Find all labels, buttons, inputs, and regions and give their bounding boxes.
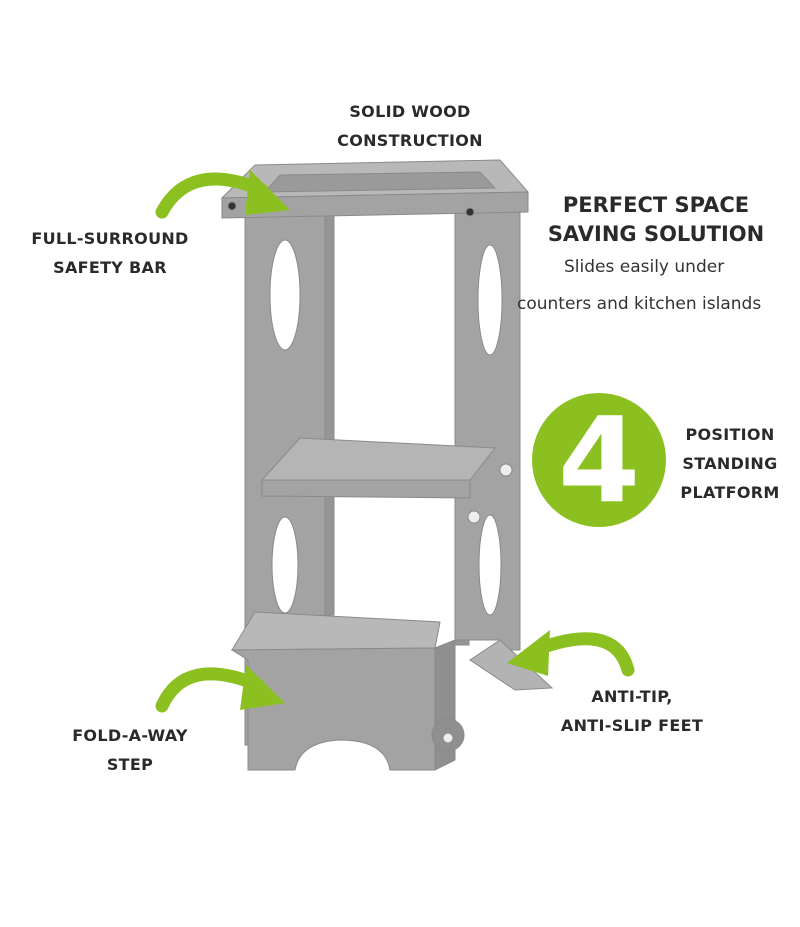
title-line: PERFECT SPACE [562,193,750,217]
label-line: SOLID WOOD [349,102,471,121]
label-line: ANTI-SLIP FEET [560,716,704,735]
label-line: PLATFORM [680,483,780,502]
space-saving-title: PERFECT SPACE SAVING SOLUTION [530,191,782,249]
label-safety-bar: FULL-SURROUND SAFETY BAR [10,224,210,282]
arrow-safety-bar [155,172,269,219]
position-count-badge: 4 [532,393,666,527]
label-solid-wood: SOLID WOOD CONSTRUCTION [310,97,510,155]
label-position: POSITION STANDING PLATFORM [670,420,790,507]
stool-image [220,159,554,771]
label-line: STANDING [682,454,778,473]
title-line: SAVING SOLUTION [547,222,765,246]
label-line: FULL-SURROUND [31,229,189,248]
label-line: ANTI-TIP, [591,687,673,706]
label-fold-step: FOLD-A-WAY STEP [40,721,220,779]
green-arrows [155,172,635,713]
label-line: FOLD-A-WAY [72,726,188,745]
arrowhead-safety-bar [245,170,290,215]
arrow-fold-step [155,667,265,713]
arrow-anti-tip [528,632,635,677]
label-anti-tip: ANTI-TIP, ANTI-SLIP FEET [547,682,717,740]
space-saving-desc-1: Slides easily under [564,257,725,277]
label-line: STEP [106,755,154,774]
arrowhead-fold-step [240,665,285,710]
label-line: SAFETY BAR [53,258,167,277]
space-saving-desc-2: counters and kitchen islands [517,294,762,314]
label-line: CONSTRUCTION [337,131,483,150]
label-line: POSITION [685,425,775,444]
arrowhead-anti-tip [507,630,550,676]
